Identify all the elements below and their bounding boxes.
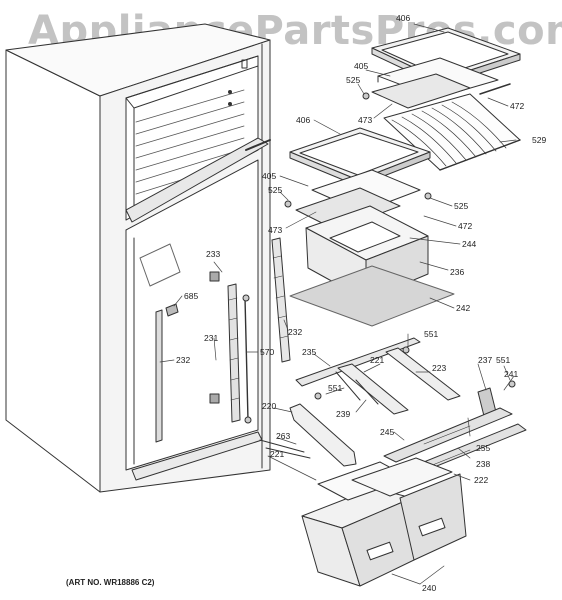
callout-570: 570: [260, 347, 275, 357]
callout-529: 529: [532, 135, 547, 145]
callout-232: 232: [176, 355, 191, 365]
callout-406: 406: [396, 13, 411, 23]
callout-231: 231: [204, 333, 219, 343]
callout-685: 685: [184, 291, 199, 301]
callout-236: 236: [450, 267, 465, 277]
callout-235: 235: [302, 347, 317, 357]
callout-221: 221: [270, 449, 285, 459]
callout-221: 221: [370, 355, 385, 365]
crisper-drawers-240: [301, 457, 467, 587]
callout-244: 244: [462, 239, 477, 249]
callout-240: 240: [422, 583, 437, 593]
callout-551: 551: [424, 329, 439, 339]
shelf-support-ladder: [209, 237, 291, 424]
callout-473: 473: [358, 115, 373, 125]
callout-223: 223: [432, 363, 447, 373]
callout-245: 245: [380, 427, 395, 437]
callout-525: 525: [346, 75, 361, 85]
callout-233: 233: [206, 249, 221, 259]
refrigerator-cabinet: [5, 23, 271, 493]
callout-525: 525: [268, 185, 283, 195]
callout-551: 551: [328, 383, 343, 393]
callout-405: 405: [354, 61, 369, 71]
callout-525: 525: [454, 201, 469, 211]
callout-263: 263: [276, 431, 291, 441]
callout-473: 473: [268, 225, 283, 235]
middle-glass-shelf: [284, 127, 432, 231]
callout-241: 241: [504, 369, 519, 379]
callout-551: 551: [496, 355, 511, 365]
callout-239: 239: [336, 409, 351, 419]
callout-472: 472: [458, 221, 473, 231]
callout-220: 220: [262, 401, 277, 411]
callout-405: 405: [262, 171, 277, 181]
glass-panel-242: [289, 265, 455, 327]
upper-glass-shelf: [362, 27, 521, 109]
leader-lines: [159, 23, 517, 585]
callout-255: 255: [476, 443, 491, 453]
callout-406: 406: [296, 115, 311, 125]
callout-237: 237: [478, 355, 493, 365]
callout-242: 242: [456, 303, 471, 313]
callout-472: 472: [510, 101, 525, 111]
callout-222: 222: [474, 475, 489, 485]
callout-238: 238: [476, 459, 491, 469]
art-number: (ART NO. WR18886 C2): [66, 578, 155, 587]
callout-232: 232: [288, 327, 303, 337]
